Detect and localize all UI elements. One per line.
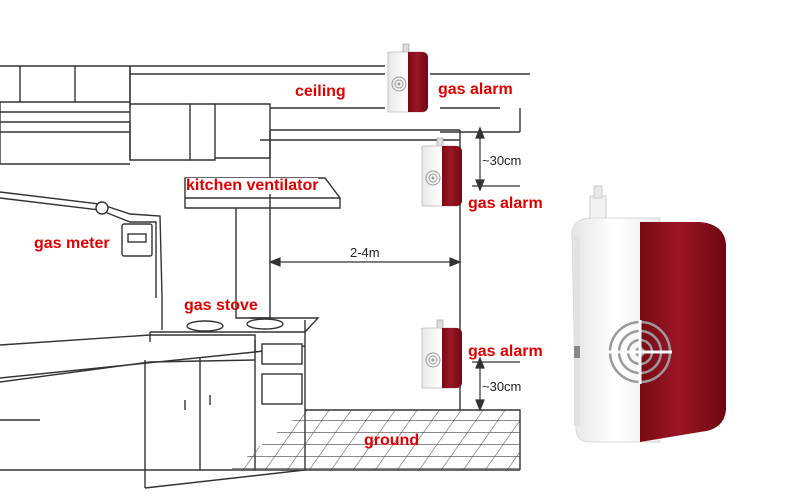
gas-alarm-product-icon — [571, 185, 726, 443]
ground-gap-label: ~30cm — [482, 379, 522, 394]
gas-alarm-bottom-label: gas alarm — [468, 343, 543, 360]
ceiling-dimension-arrow — [472, 126, 520, 192]
gas-alarm-ceiling-icon — [387, 43, 429, 113]
ceiling-gap-label: ~30cm — [482, 153, 522, 168]
ground-label: ground — [364, 432, 420, 449]
gas-alarm-middle-label: gas alarm — [468, 195, 543, 212]
distance-label: 2-4m — [350, 245, 380, 260]
distance-arrow — [268, 257, 462, 267]
room-outline — [0, 65, 530, 489]
kitchen-ventilator-label: kitchen ventilator — [186, 177, 319, 194]
ceiling-label: ceiling — [295, 83, 346, 100]
gas-stove-label: gas stove — [184, 297, 258, 314]
gas-meter-label: gas meter — [34, 235, 110, 252]
gas-alarm-top-label: gas alarm — [438, 81, 513, 98]
gas-alarm-floor-icon — [421, 319, 463, 389]
gas-alarm-wall-icon — [421, 137, 463, 207]
ground-dimension-arrow — [472, 356, 520, 412]
floor-tiles — [230, 410, 520, 470]
